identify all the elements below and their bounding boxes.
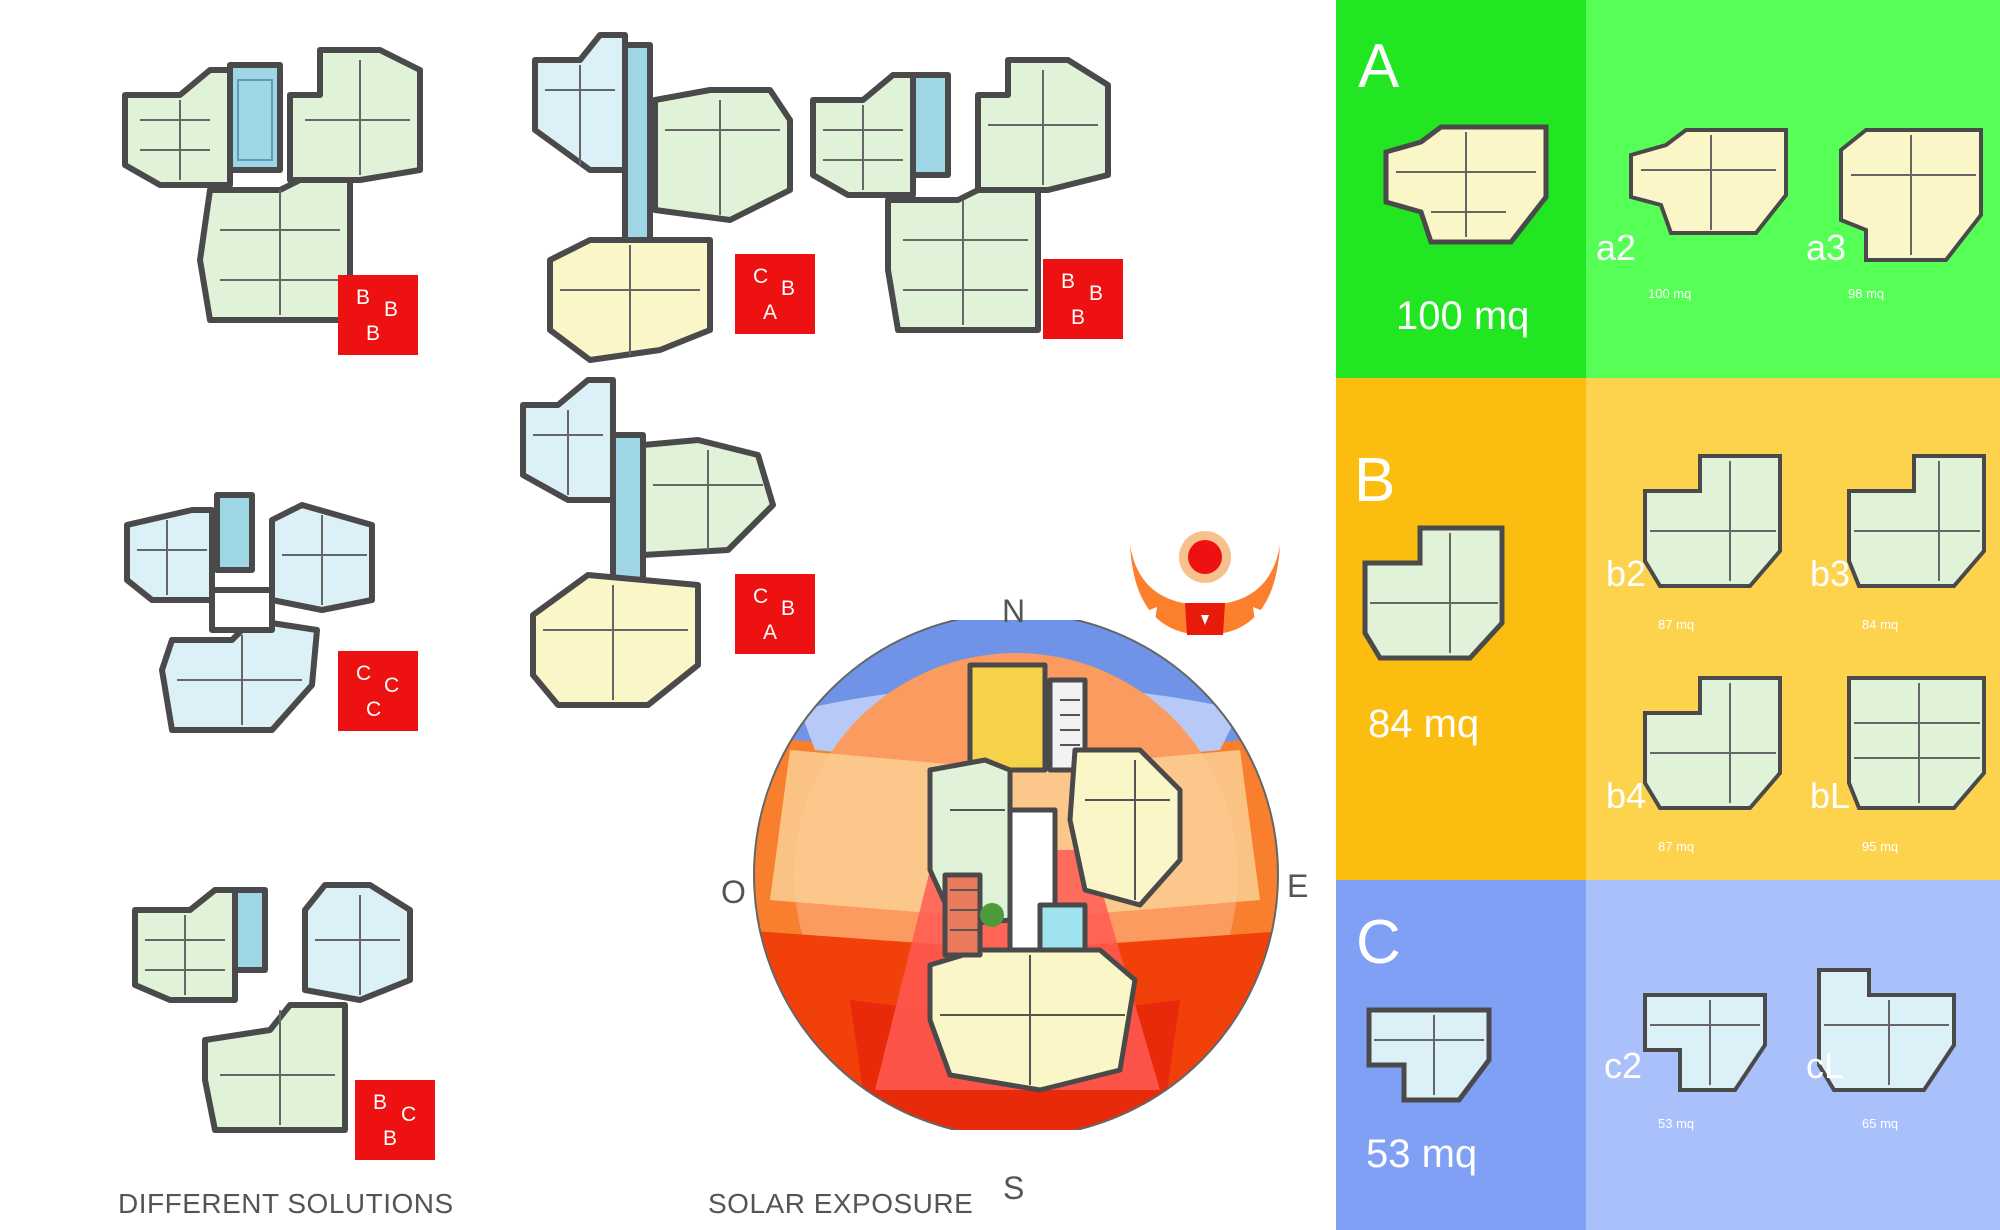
- type-b-panel: B 84 mq b2 87 mq b3 84 mq b4 87 mq bL 95…: [1336, 378, 2000, 880]
- combo-tag: B B B: [338, 275, 418, 355]
- combo-tag: B C B: [355, 1080, 435, 1160]
- variant-label: b4: [1606, 775, 1647, 816]
- variant-a3-plan: [1839, 128, 1983, 262]
- type-letter: A: [1358, 32, 1400, 101]
- combo-tag: B B B: [1043, 259, 1123, 339]
- variant-area: 84 mq: [1862, 617, 1899, 632]
- variant-label: a3: [1806, 227, 1847, 268]
- compass-north: N: [1002, 593, 1026, 629]
- compass-south: S: [1003, 1170, 1025, 1206]
- sun-path-icon: [1130, 531, 1280, 635]
- type-c-plan: [1366, 1007, 1492, 1103]
- variant-c2-plan: [1643, 993, 1767, 1092]
- variant-label: c2: [1604, 1045, 1643, 1086]
- floor-plan-cba-2: [520, 377, 776, 708]
- combo-tag: C C C: [338, 651, 418, 731]
- floor-plan-cba: [532, 32, 793, 363]
- variant-area: 65 mq: [1862, 1116, 1899, 1131]
- combo-tag: C B A: [735, 574, 815, 654]
- caption-solar-exposure: SOLAR EXPOSURE: [708, 1188, 974, 1219]
- variant-b4-plan: [1643, 676, 1782, 810]
- variant-area: 100 mq: [1648, 286, 1692, 301]
- variant-label: cL: [1806, 1045, 1845, 1086]
- variant-b3-plan: [1847, 454, 1986, 588]
- compass-east: E: [1287, 868, 1309, 904]
- type-area: 53 mq: [1366, 1132, 1478, 1176]
- solar-exposure-diagram: [753, 620, 1279, 1130]
- combo-tag: C B A: [735, 254, 815, 334]
- type-c-panel: C 53 mq c2 53 mq cL 65 mq: [1336, 880, 2000, 1230]
- type-a-plan: [1383, 124, 1549, 245]
- type-b-plan: [1362, 525, 1505, 661]
- variant-label: a2: [1596, 227, 1637, 268]
- type-area: 100 mq: [1396, 294, 1530, 338]
- variant-area: 53 mq: [1658, 1116, 1695, 1131]
- variant-label: b3: [1810, 553, 1851, 594]
- variant-label: b2: [1606, 553, 1647, 594]
- variant-b2-plan: [1643, 454, 1782, 588]
- type-a-panel: A 100 mq a2 100 mq a3 98 mq: [1336, 0, 2000, 378]
- floor-plan-bcb: [132, 882, 413, 1133]
- variant-a2-plan: [1629, 128, 1788, 235]
- type-letter: C: [1356, 908, 1401, 977]
- variant-bl-plan: [1847, 676, 1986, 810]
- floor-plan-ccc: [124, 492, 375, 733]
- variant-area: 87 mq: [1658, 617, 1695, 632]
- caption-different-solutions: DIFFERENT SOLUTIONS: [118, 1188, 454, 1219]
- type-area: 84 mq: [1368, 702, 1480, 746]
- variant-area: 98 mq: [1848, 286, 1885, 301]
- compass-west: O: [721, 874, 746, 910]
- variant-area: 95 mq: [1862, 839, 1899, 854]
- variant-area: 87 mq: [1658, 839, 1695, 854]
- floor-plan-bbb: [122, 47, 423, 323]
- variant-label: bL: [1810, 775, 1851, 816]
- type-letter: B: [1354, 446, 1396, 515]
- floor-plan-bbb-2: [810, 57, 1111, 333]
- variant-cl-plan: [1817, 968, 1956, 1092]
- building-plan: [927, 662, 1183, 1093]
